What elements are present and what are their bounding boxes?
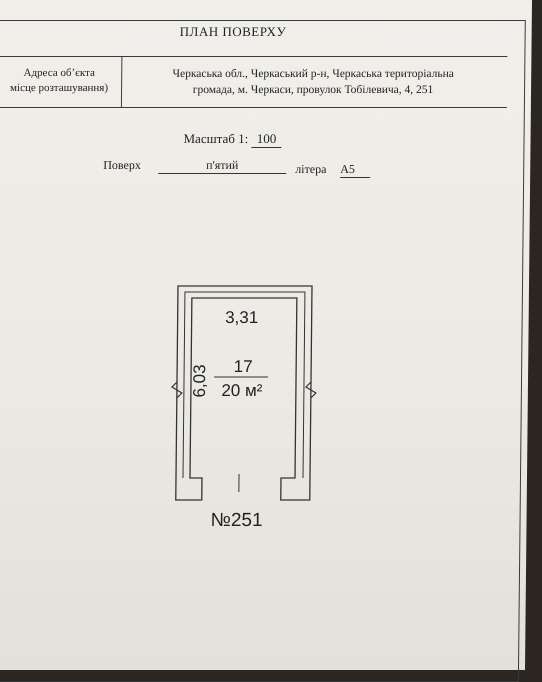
- room-width-label: 3,31: [225, 308, 258, 327]
- room-number: 17: [234, 357, 253, 376]
- room-length-label: 6,03: [190, 364, 209, 397]
- room-area: 20 м²: [221, 381, 263, 400]
- paper-sheet: ПЛАН ПОВЕРХУ Адреса об’єкта місце розташ…: [0, 0, 532, 670]
- apartment-number: №251: [210, 510, 262, 531]
